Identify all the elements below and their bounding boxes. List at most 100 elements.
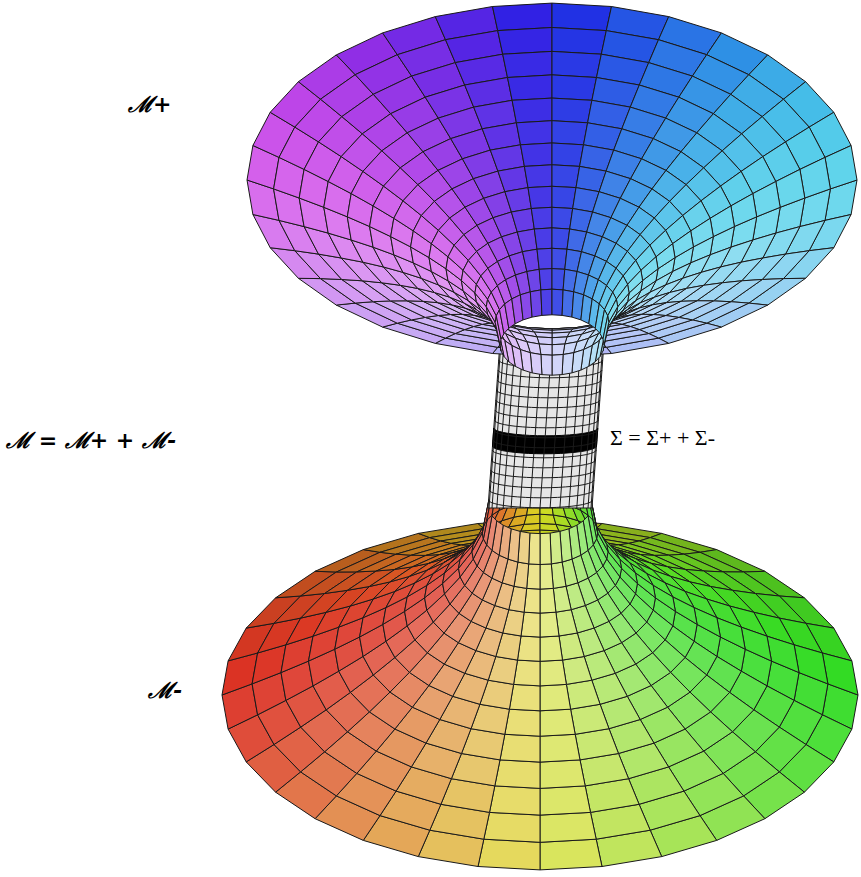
grid-cell xyxy=(753,182,780,217)
grid-cell xyxy=(509,684,540,710)
throat-line xyxy=(490,480,594,488)
grid-cell xyxy=(540,812,596,842)
grid-cell xyxy=(478,839,540,870)
grid-cell xyxy=(552,98,592,123)
throat-line xyxy=(494,430,598,438)
grid-cell xyxy=(562,353,574,375)
grid-cell xyxy=(552,121,588,145)
grid-cell xyxy=(794,645,828,684)
grid-cell xyxy=(552,186,576,208)
grid-cell xyxy=(552,355,563,376)
grid-cell xyxy=(222,653,258,695)
grid-cell xyxy=(541,355,552,376)
grid-cell xyxy=(641,257,658,281)
grid-cell xyxy=(521,143,553,166)
grid-cell xyxy=(459,544,474,568)
grid-cell xyxy=(484,812,540,842)
grid-cell xyxy=(550,531,562,564)
grid-cell xyxy=(628,270,643,293)
equation-label: ℳ = ℳ+ + ℳ- xyxy=(6,428,176,452)
grid-cell xyxy=(540,734,580,762)
grid-cell xyxy=(540,588,556,613)
grid-cell xyxy=(800,157,831,198)
throat-line xyxy=(492,450,596,458)
grid-cell xyxy=(511,209,534,233)
grid-cell xyxy=(552,75,597,100)
throat-line xyxy=(489,500,593,508)
grid-cell xyxy=(552,28,606,55)
grid-cell xyxy=(636,573,656,598)
grid-cell xyxy=(541,289,552,315)
grid-cell xyxy=(540,612,559,637)
grid-cell xyxy=(503,51,552,77)
grid-cell xyxy=(528,186,552,208)
grid-cell xyxy=(552,51,601,77)
grid-cell xyxy=(540,786,591,815)
grid-cell xyxy=(540,684,571,710)
grid-cell xyxy=(559,633,584,660)
grid-cell xyxy=(495,760,540,789)
grid-cell xyxy=(694,608,720,637)
grid-cell xyxy=(512,98,552,123)
grid-cell xyxy=(537,248,552,269)
grid-cell xyxy=(653,585,675,611)
grid-cell xyxy=(531,207,552,229)
throat-line xyxy=(489,490,593,498)
grid-cell xyxy=(524,514,540,524)
grid-cell xyxy=(616,284,629,306)
grid-cell xyxy=(540,760,585,789)
lower-sheet xyxy=(222,476,858,870)
grid-cell xyxy=(566,680,600,709)
grid-cell xyxy=(717,618,745,650)
grid-cell xyxy=(527,269,541,292)
grid-cell xyxy=(597,527,609,552)
grid-cell xyxy=(529,533,540,564)
throat-line xyxy=(493,440,597,448)
throat-line xyxy=(496,400,600,408)
grid-cell xyxy=(552,165,580,188)
grid-cell xyxy=(540,709,575,736)
grid-cell xyxy=(556,610,577,636)
grid-cell xyxy=(517,229,537,252)
throat-body xyxy=(488,342,604,508)
throat-line xyxy=(497,390,601,398)
throat-line xyxy=(491,470,595,478)
grid-cell xyxy=(552,207,573,229)
grid-cell xyxy=(731,194,757,227)
throat-line xyxy=(494,420,598,428)
grid-cell xyxy=(493,3,553,31)
region-label: ℳ- xyxy=(148,678,182,702)
grid-cell xyxy=(540,636,563,661)
grid-cell xyxy=(767,636,799,672)
grid-cell xyxy=(571,704,609,734)
throat-line xyxy=(495,410,599,418)
grid-cell xyxy=(540,839,602,870)
grid-cell xyxy=(516,121,552,145)
grid-cell xyxy=(822,653,858,695)
grid-cell xyxy=(563,657,592,685)
grid-cell xyxy=(508,75,553,100)
region-label: ℳ+ xyxy=(128,92,171,116)
grid-cell xyxy=(505,709,540,736)
grid-cell xyxy=(776,169,805,207)
grid-cell xyxy=(540,533,551,564)
throat-line xyxy=(492,460,596,468)
grid-cell xyxy=(514,660,540,686)
grid-cell xyxy=(620,560,638,584)
grid-cell xyxy=(741,627,771,661)
grid-cell xyxy=(524,165,552,188)
grid-cell xyxy=(500,734,540,762)
grid-cell xyxy=(490,786,541,815)
grid-cell xyxy=(551,562,566,588)
grid-cell xyxy=(252,645,286,684)
grid-cell xyxy=(673,597,697,625)
throat xyxy=(488,342,604,508)
throat-line xyxy=(591,342,603,508)
grid-cell xyxy=(691,218,714,247)
grid-cell xyxy=(673,231,694,258)
grid-cell xyxy=(534,228,552,249)
grid-cell xyxy=(540,660,566,686)
throat-line xyxy=(497,380,601,388)
grid-cell xyxy=(530,290,542,317)
